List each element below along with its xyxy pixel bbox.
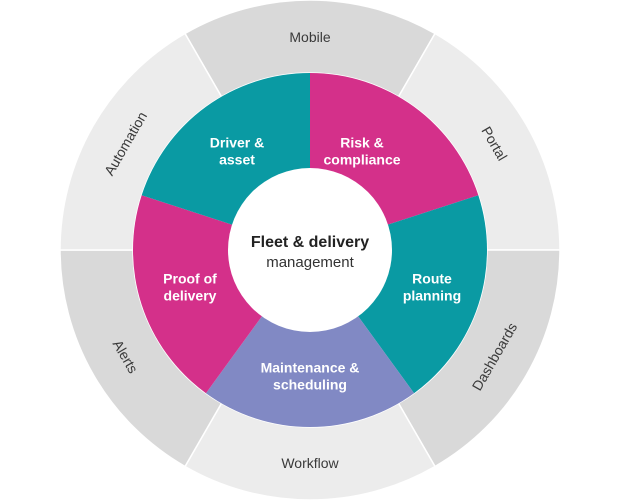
outer-ring: MobilePortalDashboardsWorkflowAlertsAuto… — [59, 0, 561, 500]
outer-label-workflow: Workflow — [281, 455, 339, 471]
center-circle — [228, 168, 392, 332]
inner-label-proof: delivery — [164, 288, 217, 304]
inner-segment-maintenance — [205, 250, 415, 428]
inner-label-route: planning — [403, 288, 461, 304]
outer-label-mobile: Mobile — [289, 29, 330, 45]
inner-label-driver: Driver & — [210, 135, 264, 151]
center-subtitle: management — [266, 254, 354, 271]
inner-label-proof: Proof of — [163, 271, 217, 287]
inner-label-driver: asset — [219, 152, 255, 168]
inner-label-maintenance: Maintenance & — [261, 360, 360, 376]
inner-label-risk: compliance — [323, 152, 400, 168]
inner-label-maintenance: scheduling — [273, 377, 347, 393]
center-hub: Fleet & delivery management — [228, 168, 392, 332]
center-title: Fleet & delivery — [251, 234, 369, 251]
inner-label-route: Route — [412, 271, 452, 287]
inner-label-risk: Risk & — [340, 135, 384, 151]
